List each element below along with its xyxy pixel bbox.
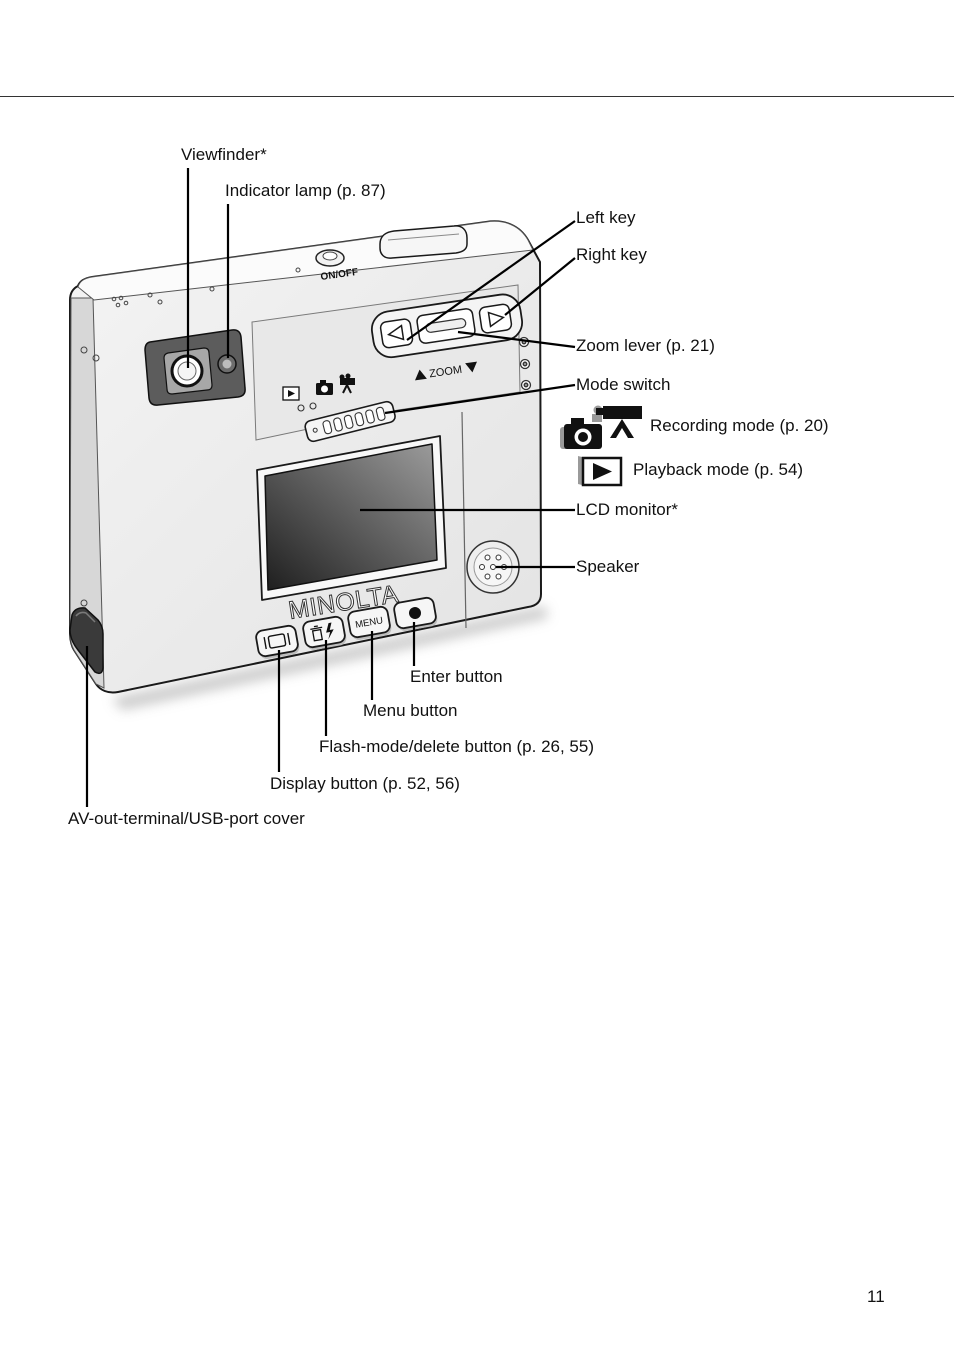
display-button <box>255 624 300 659</box>
camera-shadow <box>112 606 548 710</box>
flash-delete-button <box>302 615 347 650</box>
speaker <box>466 540 520 594</box>
label-mode-switch: Mode switch <box>576 375 671 394</box>
viewfinder <box>144 329 246 406</box>
leader-line-zoom-lever <box>457 330 576 349</box>
menu-marking: MENU <box>354 615 384 631</box>
playback-icon <box>578 456 623 487</box>
enter-dot-icon <box>409 607 421 619</box>
key-cluster <box>370 293 524 359</box>
label-right-key: Right key <box>576 245 647 264</box>
leader-lines <box>85 168 576 807</box>
zoom-marking: ZOOM <box>415 361 477 381</box>
label-enter-button: Enter button <box>410 667 503 686</box>
camera-illustration: ON/OFF ZOOM <box>69 168 642 807</box>
shutter-button <box>379 225 468 259</box>
body-detail-marks <box>80 267 301 607</box>
lcd-screen <box>264 443 438 591</box>
label-av-usb-cover: AV-out-terminal/USB-port cover <box>68 809 305 828</box>
right-arrow-icon <box>487 311 506 328</box>
top-rule <box>0 96 954 97</box>
mode-movie-icon <box>339 373 355 394</box>
leader-line-right-key <box>504 257 576 316</box>
lcd-panel-edge <box>461 411 467 629</box>
left-key <box>379 318 414 349</box>
label-playback-mode: Playback mode (p. 54) <box>633 460 804 479</box>
label-indicator-lamp: Indicator lamp (p. 87) <box>225 181 386 200</box>
zoom-down-triangle-icon <box>465 361 477 373</box>
label-viewfinder: Viewfinder* <box>181 145 267 164</box>
label-lcd-monitor: LCD monitor* <box>576 500 679 519</box>
mode-camera-icon <box>316 380 333 395</box>
display-icon <box>267 633 287 649</box>
label-display-button: Display button (p. 52, 56) <box>270 774 460 793</box>
mode-playback-icon <box>282 386 300 401</box>
zoom-up-triangle-icon <box>415 369 427 381</box>
enter-button <box>393 596 438 631</box>
page-number: 11 <box>867 1287 885 1306</box>
label-recording-mode: Recording mode (p. 20) <box>650 416 829 435</box>
av-usb-cover <box>69 607 104 675</box>
mode-switch <box>304 400 396 443</box>
label-flash-delete-button: Flash-mode/delete button (p. 26, 55) <box>319 737 594 756</box>
speaker-holes <box>479 554 507 580</box>
camera-movie-icon <box>560 405 642 449</box>
label-left-key: Left key <box>576 208 636 227</box>
power-button: ON/OFF <box>315 249 359 283</box>
label-menu-button: Menu button <box>363 701 458 720</box>
menu-button: MENU <box>347 605 392 640</box>
side-holes <box>518 336 532 391</box>
power-marking: ON/OFF <box>320 267 359 283</box>
lightning-icon <box>326 622 334 640</box>
label-zoom-lever: Zoom lever (p. 21) <box>576 336 715 355</box>
label-speaker: Speaker <box>576 557 640 576</box>
mode-position-dots <box>297 402 317 412</box>
zoom-marking-text: ZOOM <box>428 364 462 380</box>
leader-line-mode-switch <box>384 383 576 415</box>
left-arrow-icon <box>386 324 405 341</box>
trash-icon <box>310 625 324 642</box>
leader-line-left-key <box>406 220 576 341</box>
right-key <box>478 303 513 334</box>
